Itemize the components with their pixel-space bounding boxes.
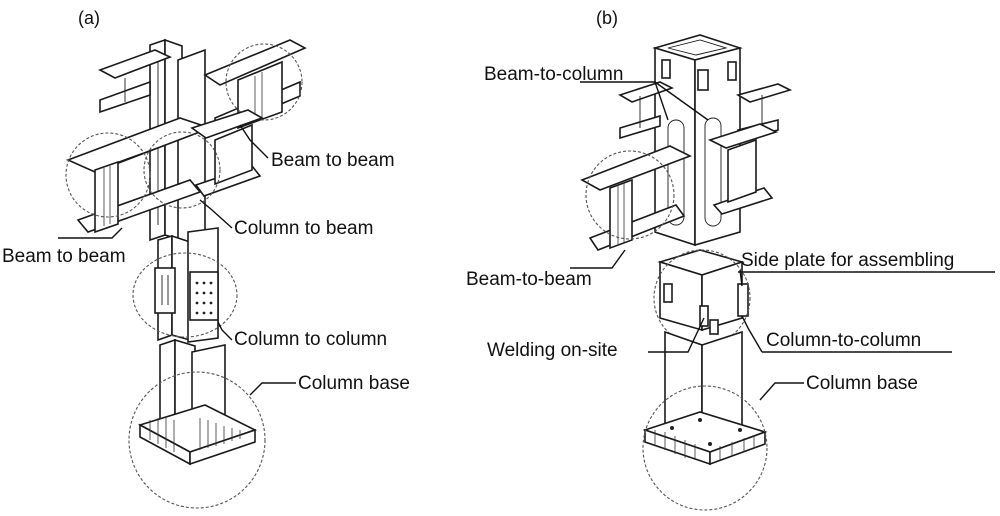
panel-a-column-base xyxy=(128,338,266,509)
label-b-welding-on-site: Welding on-site xyxy=(487,340,618,361)
panel-a-leaders xyxy=(58,124,296,396)
label-a-column-to-beam: Column to beam xyxy=(234,218,373,239)
panel-b-column-splice xyxy=(653,249,751,347)
panel-a-circle-column-base xyxy=(128,371,266,509)
panel-b-circle-column-base xyxy=(642,385,768,511)
label-b-beam-to-column: Beam-to-column xyxy=(484,64,623,85)
panel-a: (a) xyxy=(2,8,410,509)
panel-a-circle-beam-beam-lower xyxy=(65,132,151,218)
label-a-column-to-column: Column to column xyxy=(234,329,387,350)
panel-b: (b) xyxy=(466,8,995,511)
panel-b-column-base xyxy=(642,330,768,511)
label-b-side-plate: Side plate for assembling xyxy=(741,250,954,271)
panel-a-beam-upper-left xyxy=(98,49,173,114)
panel-a-beam-lower-right xyxy=(143,109,264,209)
label-b-beam-to-beam: Beam-to-beam xyxy=(466,269,592,290)
label-a-beam-to-beam-upper: Beam to beam xyxy=(271,150,395,171)
panel-b-leaders xyxy=(570,81,995,401)
label-a-column-base: Column base xyxy=(298,373,410,394)
label-b-column-to-column: Column-to-column xyxy=(766,330,921,351)
panel-a-circle-column-column xyxy=(132,252,238,338)
panel-b-beam-lower-left xyxy=(580,145,692,251)
panel-b-beam-lower-right xyxy=(707,123,779,215)
panel-a-tag: (a) xyxy=(78,8,100,28)
panel-b-circle-beam-beam xyxy=(585,150,675,240)
label-a-beam-to-beam-lower: Beam to beam xyxy=(2,246,126,267)
panel-a-column-splice xyxy=(132,227,238,343)
panel-b-beam-upper-left xyxy=(618,81,675,140)
label-b-column-base: Column base xyxy=(806,373,918,394)
panel-a-circle-column-beam xyxy=(143,131,221,209)
panel-a-circle-beam-beam-upper xyxy=(225,43,303,121)
panel-b-tag: (b) xyxy=(596,8,618,28)
